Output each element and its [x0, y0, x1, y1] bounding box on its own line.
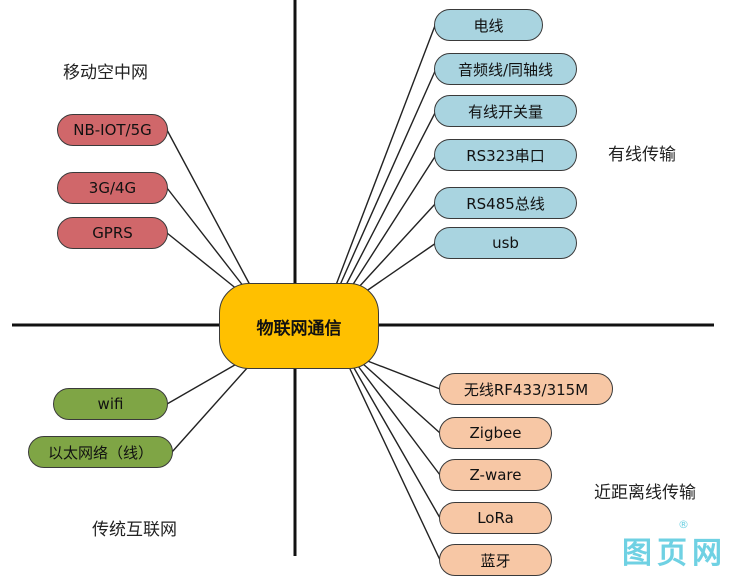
registered-mark: ® — [678, 518, 689, 531]
label-traditional-internet: 传统互联网 — [92, 520, 177, 540]
node-wired-rs485: RS485总线 — [434, 187, 577, 219]
label-mobile-network: 移动空中网 — [63, 63, 148, 83]
connector-wired-2 — [339, 68, 437, 286]
node-wired-rs323: RS323串口 — [434, 139, 577, 171]
connector-wired-4 — [351, 154, 437, 287]
connector-wired-3 — [345, 110, 437, 286]
node-mobile-3g4g: 3G/4G — [57, 172, 168, 204]
center-node: 物联网通信 — [219, 283, 379, 369]
node-mobile-gprs: GPRS — [57, 217, 168, 249]
label-wired-transmission: 有线传输 — [608, 145, 676, 165]
connector-wired-5 — [357, 202, 437, 289]
connector-wired-1 — [335, 22, 437, 286]
connector-mobile-3 — [166, 232, 239, 291]
connector-mobile-1 — [166, 129, 251, 286]
node-internet-wifi: wifi — [53, 388, 168, 420]
node-short-zigbee: Zigbee — [439, 417, 552, 449]
connector-short-4 — [353, 367, 441, 519]
connector-short-1 — [364, 359, 441, 390]
watermark-logo: 图页网 — [622, 536, 727, 571]
connector-internet-1 — [166, 361, 241, 405]
connector-short-2 — [361, 362, 441, 434]
node-short-bluetooth: 蓝牙 — [439, 544, 552, 576]
connector-short-3 — [357, 365, 441, 476]
node-short-lora: LoRa — [439, 502, 552, 534]
node-wired-switch: 有线开关量 — [434, 95, 577, 127]
node-short-zware: Z-ware — [439, 459, 552, 491]
connector-mobile-2 — [166, 187, 245, 288]
node-wired-usb: usb — [434, 227, 577, 259]
node-wired-power-line: 电线 — [434, 9, 543, 41]
node-mobile-nbiot: NB-IOT/5G — [57, 114, 168, 146]
connector-internet-2 — [171, 366, 249, 453]
connector-wired-6 — [364, 242, 437, 293]
node-wired-audio-coax: 音频线/同轴线 — [434, 53, 577, 85]
label-short-range: 近距离线传输 — [594, 483, 696, 503]
connector-short-5 — [349, 368, 441, 561]
node-internet-ethernet: 以太网络（线） — [28, 436, 173, 468]
node-short-rf433: 无线RF433/315M — [439, 373, 613, 405]
